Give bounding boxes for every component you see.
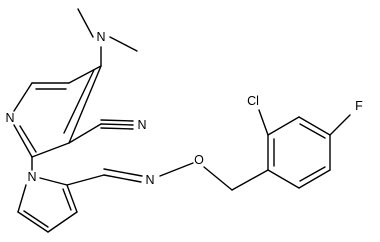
atom-label-n-pyridine: N: [5, 111, 14, 125]
pyridine-ring: [13, 65, 102, 158]
bond-ar4-f: [329, 114, 351, 136]
bond-c5p-c4p: [17, 211, 49, 233]
bond-c4p-c3p: [47, 211, 78, 233]
atom-label-cl: Cl: [247, 94, 259, 108]
bond-ch-noxime: [103, 174, 142, 183]
bond-n1-c2-inner: [19, 125, 37, 153]
oxime-ether-chain: [66, 162, 269, 191]
bond-noxime-o: [159, 162, 194, 177]
bond-n1-c2: [13, 124, 33, 158]
bond-triple-3: [100, 127, 134, 130]
bond-ar3-ar4: [298, 116, 331, 136]
bond-npyrrole-c5p: [17, 184, 27, 213]
bond-c3-c4: [68, 65, 102, 144]
bond-c5p-c4p-inner: [23, 210, 49, 228]
atom-label-n-pyrrole: N: [27, 170, 36, 184]
bond-ch-noxime-inner: [103, 168, 143, 177]
bond-ar2-cl: [258, 109, 269, 136]
bond-ar6-ar1: [267, 169, 300, 189]
bond-ar5-ar6-inner: [299, 166, 326, 182]
atom-label-n-dimethylamino: N: [96, 30, 105, 44]
chlorofluorophenyl-ring: [258, 109, 351, 189]
bond-ar2-ar3: [267, 116, 300, 136]
atom-label-f: F: [355, 99, 363, 113]
atom-label-n-nitrile: N: [137, 118, 146, 132]
bond-c3-cn: [68, 123, 102, 144]
atom-label-o-ether: O: [194, 153, 204, 167]
bond-ch2-ar: [231, 169, 269, 191]
bond-c2p-npyrrole: [39, 177, 68, 186]
bond-c4-c5: [68, 65, 102, 84]
bond-ar3-ar4-inner: [299, 123, 326, 139]
atom-label-n-oxime: N: [145, 173, 154, 187]
bond-triple-2: [100, 119, 134, 122]
bond-o-ch2: [203, 166, 233, 191]
bond-c2p-ch: [66, 174, 105, 186]
bond-nme-methyl-upper: [77, 8, 94, 38]
bond-c6-n1: [13, 82, 33, 112]
pyrrole-ring: [17, 156, 78, 233]
bond-nme-methyl-right: [109, 36, 138, 52]
bond-c3p-c2p-inner: [62, 188, 72, 211]
nitrile-group: [68, 119, 134, 144]
bond-c2-c3: [31, 142, 70, 158]
bond-c3p-c2p: [66, 184, 78, 213]
dimethylamino-group: [77, 8, 138, 67]
bond-c3-c4-inner: [63, 69, 95, 134]
bond-ar5-ar6: [298, 169, 331, 189]
bond-triple-1: [100, 123, 134, 126]
